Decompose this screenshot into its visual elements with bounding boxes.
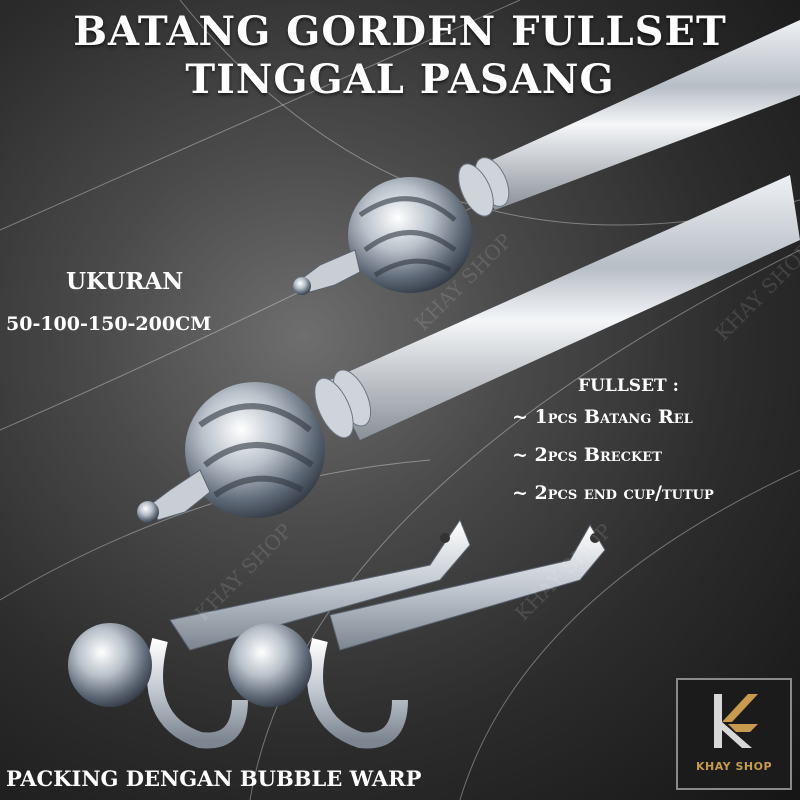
- fullset-item: ~ 2pcs Brecket: [512, 444, 662, 466]
- curtain-bracket-right: [228, 524, 606, 749]
- shop-name: KHAY SHOP: [695, 760, 773, 773]
- curtain-rod-top: [293, 20, 800, 295]
- rod-ring: [458, 157, 510, 217]
- packing-note: PACKING DENGAN BUBBLE WARP: [6, 766, 422, 791]
- headline-line-1: BATANG GORDEN FULLSET: [73, 8, 727, 55]
- rod-ring: [314, 369, 372, 439]
- curtain-bracket-left: [68, 518, 471, 749]
- curtain-rod-bottom: [137, 175, 800, 523]
- headline-line-2: TINGGAL PASANG: [185, 56, 615, 103]
- size-label: UKURAN: [66, 268, 184, 295]
- rod-finial-knob: [185, 382, 325, 518]
- shop-logo: KHAY SHOP: [676, 678, 792, 790]
- fullset-item: ~ 1pcs Batang Rel: [512, 406, 693, 428]
- fullset-item: ~ 2pcs end cup/tutup: [512, 482, 714, 504]
- size-value: 50-100-150-200CM: [6, 313, 212, 335]
- k-logo-icon: [714, 694, 758, 748]
- fullset-label: FULLSET :: [578, 376, 679, 396]
